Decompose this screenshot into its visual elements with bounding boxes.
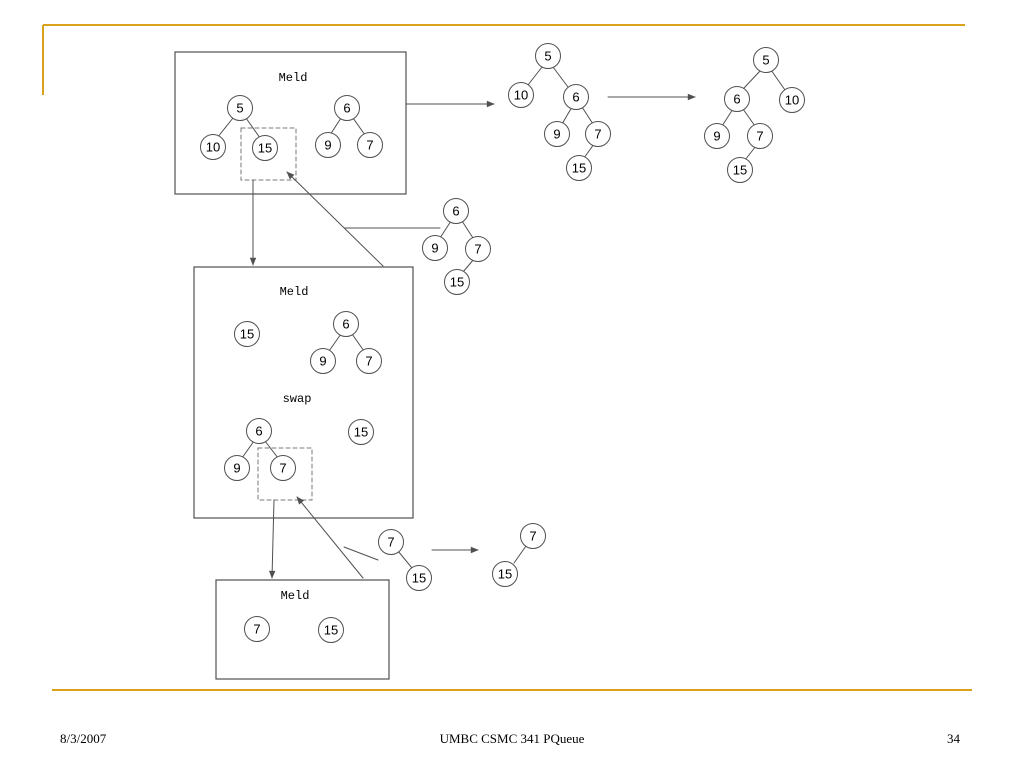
tree-node: 7 [378,529,404,555]
tree-node: 5 [753,47,779,73]
svg-text:7: 7 [365,354,372,369]
connector-line [343,546,379,561]
svg-text:9: 9 [431,241,438,256]
swap-label: swap [283,392,312,406]
tree-node: 7 [465,236,491,262]
tree-node: 15 [252,135,278,161]
tree-edges [721,69,786,161]
tree-node: 10 [200,134,226,160]
svg-text:10: 10 [514,88,528,103]
meld-box-3 [215,579,390,680]
arrow [286,171,384,267]
svg-text:7: 7 [253,622,260,637]
tree-node: 5 [227,95,253,121]
svg-text:9: 9 [233,461,240,476]
svg-text:6: 6 [343,101,350,116]
tree-node: 15 [318,617,344,643]
tree-node: 15 [406,565,432,591]
svg-text:6: 6 [255,424,262,439]
svg-text:15: 15 [258,141,272,156]
tree-node: 6 [724,86,750,112]
tree-node: 7 [585,121,611,147]
tree-edges [216,117,366,139]
meld-box-2 [193,266,414,519]
svg-text:15: 15 [412,571,426,586]
tree-node: 7 [520,523,546,549]
tree-node: 6 [443,198,469,224]
tree-node: 15 [348,419,374,445]
tree-node: 15 [492,561,518,587]
svg-text:15: 15 [572,161,586,176]
footer-date: 8/3/2007 [60,731,107,746]
tree-node: 9 [422,235,448,261]
svg-text:7: 7 [756,129,763,144]
svg-text:9: 9 [713,129,720,144]
svg-text:6: 6 [342,317,349,332]
tree-node: 7 [357,132,383,158]
svg-text:5: 5 [236,101,243,116]
tree-node: 7 [244,616,270,642]
tree-node: 15 [727,157,753,183]
tree-edges [397,545,527,569]
arrow [296,496,364,579]
tree-node: 9 [315,132,341,158]
tree-node: 9 [310,348,336,374]
tree-edges [527,66,595,159]
tree-node: 7 [356,348,382,374]
svg-text:5: 5 [762,53,769,68]
svg-text:6: 6 [572,90,579,105]
tree-node: 9 [704,123,730,149]
svg-text:9: 9 [553,127,560,142]
svg-text:7: 7 [366,138,373,153]
svg-text:7: 7 [387,535,394,550]
svg-text:15: 15 [354,425,368,440]
svg-text:7: 7 [529,529,536,544]
svg-text:9: 9 [319,354,326,369]
meld-label: Meld [279,71,308,85]
tree-node: 9 [224,455,250,481]
meld-label: Meld [281,589,310,603]
tree-node: 15 [234,321,260,347]
svg-text:10: 10 [785,93,799,108]
svg-text:6: 6 [733,92,740,107]
meld-box-1 [174,51,407,195]
svg-text:7: 7 [594,127,601,142]
svg-text:15: 15 [733,163,747,178]
svg-text:9: 9 [324,138,331,153]
dashed-highlight [240,127,297,181]
meld-label: Meld [280,285,309,299]
tree-edges [439,220,475,273]
tree-edges [241,333,365,459]
svg-text:7: 7 [279,461,286,476]
footer-title: UMBC CSMC 341 PQueue [439,731,585,746]
arrow [268,499,276,579]
svg-text:15: 15 [324,623,338,638]
svg-text:15: 15 [498,567,512,582]
tree-node: 10 [779,87,805,113]
tree-node: 6 [563,84,589,110]
tree-node: 15 [566,155,592,181]
tree-node: 7 [270,455,296,481]
footer-page-number: 34 [947,731,960,746]
tree-node: 6 [333,311,359,337]
tree-node: 6 [334,95,360,121]
svg-text:5: 5 [544,49,551,64]
tree-node: 7 [747,123,773,149]
svg-text:6: 6 [452,204,459,219]
svg-text:10: 10 [206,140,220,155]
dashed-highlight [257,447,313,501]
tree-node: 9 [544,121,570,147]
meld-diagram: Meld 5 10 15 6 9 7 5 10 6 9 7 [174,43,805,680]
svg-text:15: 15 [240,327,254,342]
tree-node: 6 [246,418,272,444]
svg-text:7: 7 [474,242,481,257]
svg-text:15: 15 [450,275,464,290]
tree-node: 10 [508,82,534,108]
tree-node: 5 [535,43,561,69]
tree-node: 15 [444,269,470,295]
